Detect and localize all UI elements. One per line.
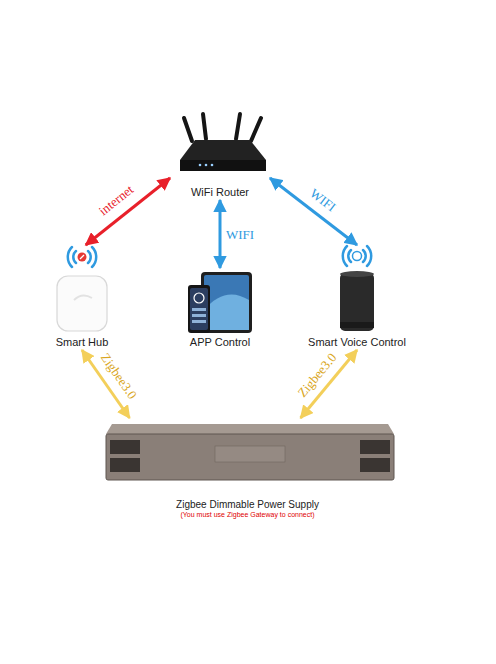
signal-waves — [68, 247, 96, 267]
phone-bar — [192, 308, 206, 311]
link-label: Zigbee3.0 — [294, 349, 340, 401]
speaker-body — [340, 273, 374, 331]
device-node: Zigbee Dimmable Power Supply(You must us… — [100, 418, 395, 520]
link-arrow — [86, 178, 170, 245]
mic-symbol — [353, 252, 362, 261]
psu-top — [106, 424, 394, 434]
speaker-top — [340, 271, 374, 277]
tablet-wallpaper — [204, 294, 249, 330]
link-label: internet — [95, 181, 137, 218]
hub-icon — [57, 247, 107, 331]
hub-logo — [74, 295, 92, 300]
phone-bar — [192, 320, 206, 323]
link-arrow — [270, 178, 357, 245]
phone-bar — [192, 314, 206, 317]
device-node: Smart Voice Control — [302, 245, 412, 350]
signal-waves — [343, 246, 371, 266]
antenna — [251, 118, 261, 141]
antenna — [184, 118, 192, 141]
link-label: WIFI — [224, 228, 256, 241]
psu-body — [106, 434, 394, 480]
signal-dot — [78, 253, 87, 262]
device-label: Smart Hub — [56, 336, 109, 350]
device-node: Smart Hub — [45, 245, 120, 350]
link-label: Zigbee3.0 — [97, 349, 140, 403]
tablet-screen — [204, 275, 249, 330]
antenna — [203, 114, 206, 139]
led — [211, 164, 214, 167]
signal-slash — [80, 255, 84, 259]
device-label: WiFi Router — [191, 186, 249, 200]
device-label: Zigbee Dimmable Power Supply — [176, 499, 319, 512]
hub-body — [57, 276, 107, 331]
voice-icon — [340, 246, 374, 331]
terminal-block — [110, 440, 140, 454]
phone-body — [188, 285, 210, 333]
antenna — [236, 114, 240, 139]
led — [199, 164, 202, 167]
psu-plate — [215, 446, 285, 462]
router-body — [180, 140, 266, 171]
app-icon — [188, 272, 252, 333]
phone-dial — [194, 293, 204, 303]
led — [205, 164, 208, 167]
router-front — [180, 160, 266, 171]
link-arrow — [219, 200, 222, 268]
device-node: WiFi Router — [170, 112, 270, 200]
speaker-base — [340, 322, 374, 328]
power-supply-icon — [106, 424, 394, 480]
device-note: (You must use Zigbee Gateway to connect) — [181, 511, 315, 520]
device-label: Smart Voice Control — [308, 336, 406, 350]
router-icon — [180, 114, 266, 171]
terminal-block — [360, 440, 390, 454]
device-node: APP Control — [180, 268, 260, 350]
device-label: APP Control — [190, 336, 250, 350]
terminal-block — [360, 458, 390, 472]
terminal-block — [110, 458, 140, 472]
phone-screen — [190, 288, 208, 330]
